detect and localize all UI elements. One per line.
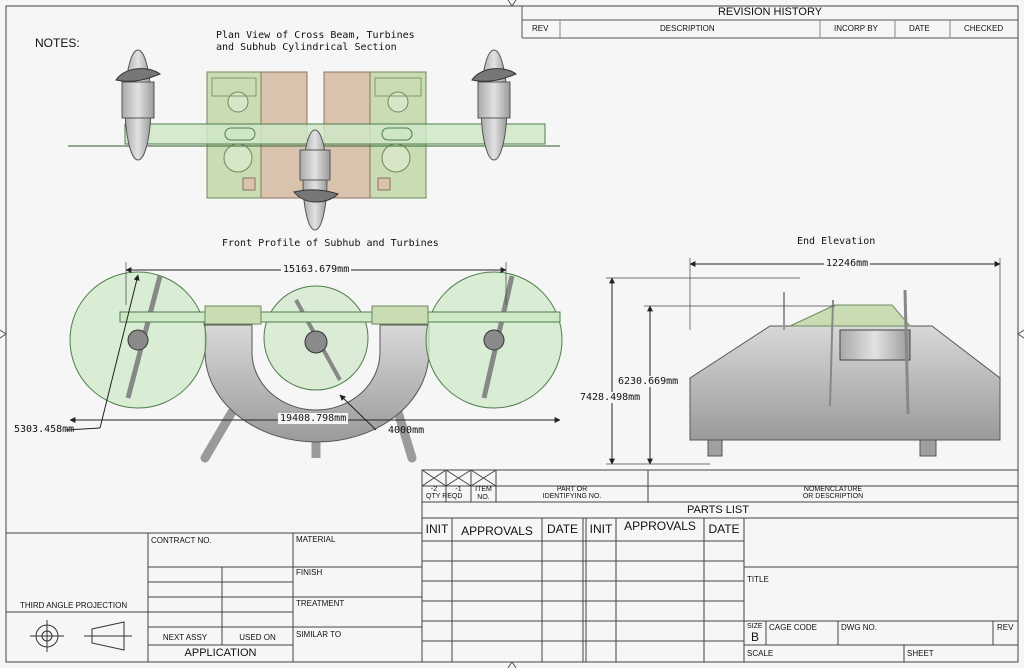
nomenclature-label: NOMENCLATURE: [803, 486, 863, 493]
title-right-grid: [743, 518, 1018, 662]
dwg-no-label: DWG NO.: [841, 623, 877, 632]
front-profile-view: [65, 262, 563, 463]
revision-history-block: [521, 6, 1018, 39]
dim-front-width: 19408.798mm: [278, 413, 349, 424]
parts-list-title: PARTS LIST: [687, 504, 749, 516]
approvals-label-2: APPROVALS: [624, 519, 696, 533]
size-label: SIZE: [747, 623, 763, 630]
dim-end-width: 12246mm: [824, 258, 871, 269]
approvals-date-1: DATE: [546, 522, 579, 536]
size-value: B: [751, 630, 760, 644]
similar-to-label: SIMILAR TO: [296, 630, 342, 639]
end-elevation-view: [606, 258, 1001, 465]
parts-list-block: [421, 469, 1019, 519]
front-profile-title: Front Profile of Subhub and Turbines: [222, 238, 439, 249]
dim-front-offset: 4000mm: [388, 425, 425, 436]
plan-view-title-line2: and Subhub Cylindrical Section: [216, 42, 397, 53]
qty-col-a: -2: [430, 486, 438, 493]
center-mark-top: [507, 0, 517, 7]
plan-view-title-line1: Plan View of Cross Beam, Turbines: [216, 30, 415, 41]
end-elevation-title: End Elevation: [797, 236, 876, 247]
contract-no-label: CONTRACT NO.: [151, 536, 212, 545]
approvals-grid: [421, 517, 745, 663]
rev-col-incorp-by: INCORP BY: [834, 24, 878, 33]
material-label: MATERIAL: [296, 535, 336, 544]
approvals-init-1: INIT: [425, 522, 449, 536]
dim-end-height-outer: 7428.498mm: [579, 392, 642, 403]
finish-label: FINISH: [296, 568, 323, 577]
approvals-date-2: DATE: [708, 522, 740, 536]
revision-history-title: REVISION HISTORY: [717, 6, 823, 18]
third-angle-symbol: [30, 620, 132, 652]
rev-col-checked: CHECKED: [964, 24, 1004, 33]
title-label: TITLE: [747, 575, 769, 584]
plan-view: [68, 49, 560, 231]
scale-label: SCALE: [747, 649, 774, 658]
dim-end-height-inner: 6230.669mm: [617, 376, 680, 387]
rev-col-rev: REV: [532, 24, 549, 33]
notes-label: NOTES:: [35, 36, 80, 50]
application-label: APPLICATION: [184, 647, 257, 659]
rev-label: REV: [997, 623, 1014, 632]
approvals-init-2: INIT: [589, 522, 613, 536]
title-left-grid: [5, 532, 423, 663]
identifying-no-label: IDENTIFYING NO.: [542, 493, 602, 500]
qty-reqd-label: QTY REQD: [426, 493, 463, 500]
part-or-label: PART OR: [556, 486, 588, 493]
center-mark-right: [1017, 329, 1024, 339]
used-on-label: USED ON: [239, 633, 276, 642]
or-description-label: OR DESCRIPTION: [802, 493, 864, 500]
dim-front-span: 15163.679mm: [281, 264, 352, 275]
item-no-label: ITEM NO.: [475, 486, 492, 501]
center-mark-bottom: [507, 661, 517, 668]
treatment-label: TREATMENT: [296, 599, 345, 608]
qty-col-b: -1: [455, 486, 462, 493]
rev-col-date: DATE: [909, 24, 930, 33]
cage-code-label: CAGE CODE: [769, 623, 818, 632]
third-angle-projection-label: THIRD ANGLE PROJECTION: [20, 601, 128, 610]
sheet-label: SHEET: [907, 649, 934, 658]
approvals-label-1: APPROVALS: [461, 524, 533, 538]
next-assy-label: NEXT ASSY: [162, 633, 208, 642]
dim-front-radius: 5303.458mm: [14, 424, 75, 435]
rev-col-description: DESCRIPTION: [660, 24, 715, 33]
center-mark-left: [0, 329, 7, 339]
